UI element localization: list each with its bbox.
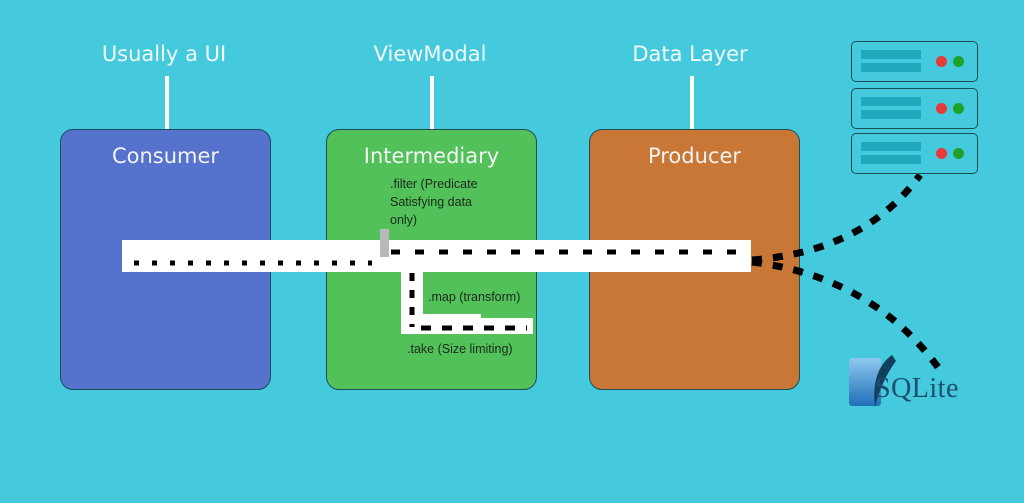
server-drive-bar xyxy=(861,110,921,119)
connector-viewmodal xyxy=(430,76,434,129)
status-led-red xyxy=(936,103,947,114)
status-led-red xyxy=(936,56,947,67)
status-led-green xyxy=(953,148,964,159)
label-viewmodal: ViewModal xyxy=(373,42,487,66)
server-source-line xyxy=(751,172,923,264)
producer-title: Producer xyxy=(647,144,742,168)
connector-ui xyxy=(165,76,169,129)
server-drive-bar xyxy=(861,50,921,59)
server-unit xyxy=(851,88,978,129)
label-usually-a-ui: Usually a UI xyxy=(101,42,227,66)
server-drive-bar xyxy=(861,97,921,106)
status-led-red xyxy=(936,148,947,159)
map-label: .map (transform) xyxy=(428,290,521,304)
take-label: .take (Size limiting) xyxy=(407,342,513,356)
label-data-layer: Data Layer xyxy=(632,42,748,66)
sqlite-logo: SQLite xyxy=(848,355,988,411)
server-drive-bar xyxy=(861,63,921,72)
filter-label-line-1: .filter (Predicate xyxy=(390,177,478,191)
server-unit xyxy=(851,41,978,82)
consumer-title: Consumer xyxy=(111,144,220,168)
sqlite-source-line xyxy=(751,258,943,373)
filter-label-line-2: Satisfying data xyxy=(390,195,472,209)
status-led-green xyxy=(953,103,964,114)
server-unit xyxy=(851,133,978,174)
filter-label-line-3: only) xyxy=(390,213,418,227)
sqlite-wordmark: SQLite xyxy=(875,373,959,404)
connector-data-layer xyxy=(690,76,694,129)
status-led-green xyxy=(953,56,964,67)
filter-gate xyxy=(380,229,389,257)
server-drive-bar xyxy=(861,155,921,164)
main-pipe xyxy=(122,240,751,272)
filter-label: .filter (Predicate Satisfying data only) xyxy=(390,175,478,229)
intermediary-title: Intermediary xyxy=(363,144,500,168)
sqlite-feather-icon xyxy=(849,355,896,407)
server-drive-bar xyxy=(861,142,921,151)
